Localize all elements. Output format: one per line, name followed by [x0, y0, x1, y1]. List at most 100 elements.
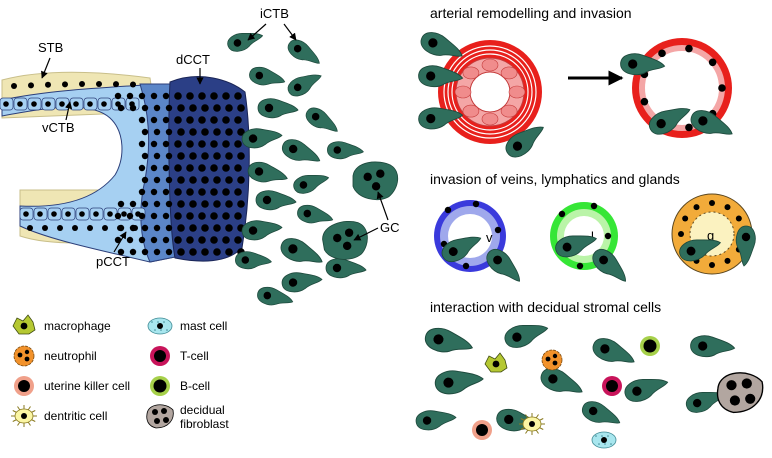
trophoblast-cell: [297, 204, 334, 224]
legend-item-mast-cell: mast cell: [147, 317, 227, 335]
decidual-fibroblast-icon: [146, 404, 174, 429]
pointer-gc-2: [353, 227, 379, 241]
b-cell-icon: [150, 376, 170, 396]
trophoblast-cell: [287, 39, 320, 64]
artery-before: [418, 32, 544, 158]
decidual-fibroblast-icon: [716, 372, 764, 414]
t-cell-icon: [150, 346, 170, 366]
veins-panel-title: invasion of veins, lymphatics and glands: [430, 171, 680, 187]
vctb-lower-row: [19, 207, 146, 221]
dendritic-cell-icon: [519, 413, 545, 435]
trophoblast-cell: [504, 324, 549, 348]
trophoblast-cell: [581, 401, 621, 424]
pointer-pcct: [113, 231, 127, 253]
legend-label: neutrophil: [44, 349, 97, 363]
legend-item-macrophage: macrophage: [12, 314, 111, 335]
trophoblast-cell: [486, 249, 520, 282]
veins-panel: invasion of veins, lymphatics and glands…: [430, 171, 756, 282]
pointer-ictb-2: [283, 23, 297, 41]
trophoblast-cell: [592, 249, 626, 282]
legend-item-dendritic-cell: dentritic cell: [11, 405, 107, 427]
legend-label: decidual: [180, 403, 225, 417]
uterine-killer-cell-icon: [472, 420, 492, 440]
legend-item-t-cell: T-cell: [150, 346, 209, 366]
legend-label: macrophage: [44, 319, 111, 333]
legend-label: T-cell: [180, 349, 209, 363]
trophoblast-cell: [247, 161, 288, 183]
cell-type-legend: macrophage neutrophil uterine killer cell d…: [11, 314, 229, 431]
legend-item-uterine-killer-cell: uterine killer cell: [14, 376, 130, 396]
giant-cell: [322, 221, 368, 260]
pointer-gc-1: [376, 191, 389, 221]
pointer-vctb: [65, 101, 73, 121]
trophoblast-cell: [441, 236, 482, 263]
trophoblast-cell: [690, 335, 736, 358]
trophoblast-cell: [620, 53, 666, 76]
label-dcct: dCCT: [176, 52, 210, 67]
trophoblast-cell: [555, 235, 597, 258]
trophoblast-cell: [649, 108, 691, 135]
trophoblast-cell: [281, 272, 323, 293]
trophoblast-cell: [255, 190, 297, 211]
giant-cell: [352, 161, 399, 201]
trophoblast-cell: [235, 251, 272, 270]
t-cell-icon: [602, 376, 622, 396]
column-nuclei: [114, 92, 245, 256]
trophoblast-cell: [592, 338, 635, 363]
mast-cell-icon: [591, 431, 617, 449]
trophoblast-cell: [293, 174, 330, 194]
trophoblast-cell: [249, 66, 286, 86]
trophoblast-cell: [305, 107, 338, 132]
trophoblast-cell: [735, 225, 756, 267]
trophoblast-cell: [287, 74, 322, 97]
b-cell-icon: [640, 336, 660, 356]
invasive-trophoblasts: [227, 32, 399, 306]
label-vctb: vCTB: [42, 120, 75, 135]
trophoblast-cell: [418, 107, 464, 130]
label-gc: GC: [380, 220, 400, 235]
arterial-panel-title: arterial remodelling and invasion: [430, 5, 632, 21]
dendritic-cell-icon: [11, 405, 37, 427]
trophoblast-cell: [257, 286, 294, 306]
trophoblast-cell: [241, 128, 283, 149]
legend-label: uterine killer cell: [44, 379, 130, 393]
legend-item-neutrophil: neutrophil: [13, 345, 97, 367]
trophoblast-cell: [241, 220, 283, 241]
trophoblast-cell: [327, 141, 364, 160]
macrophage-icon: [484, 352, 508, 373]
legend-label: B-cell: [180, 379, 210, 393]
cell-column-illustration: STB vCTB pCCT dCCT iCTB GC: [0, 6, 400, 306]
trophoblast-cell: [540, 368, 583, 393]
trophoblast-cell: [505, 126, 544, 158]
gland-label: g: [707, 228, 714, 243]
artery-after: [620, 38, 733, 138]
trophoblast-cell: [420, 32, 463, 57]
neutrophil-icon: [13, 345, 35, 367]
trophoblast-cell: [281, 139, 321, 162]
trophoblast-cell: [280, 238, 323, 263]
stromal-panel: interaction with decidual stromal cells: [415, 299, 764, 449]
trophoblast-cell: [415, 410, 457, 431]
mast-cell-icon: [147, 317, 173, 335]
trophoblast-cell: [257, 98, 299, 119]
trophoblast-cell: [624, 378, 669, 402]
stb-nuclei: [11, 81, 138, 231]
label-ictb: iCTB: [260, 6, 289, 21]
uterine-killer-cell-icon: [14, 376, 34, 396]
legend-item-b-cell: B-cell: [150, 376, 210, 396]
arterial-panel: arterial remodelling and invasion: [418, 5, 733, 158]
legend-label: mast cell: [180, 319, 227, 333]
legend-label: dentritic cell: [44, 409, 107, 423]
legend-label-line2: fibroblast: [180, 417, 229, 431]
pointer-ictb-1: [247, 23, 267, 41]
label-stb: STB: [38, 40, 63, 55]
macrophage-icon: [12, 314, 36, 335]
neutrophil-icon: [541, 349, 563, 371]
trophoblast-cell: [325, 258, 367, 279]
pointer-stb: [41, 57, 51, 79]
lymph-label: l: [591, 229, 594, 244]
label-pcct: pCCT: [96, 254, 130, 269]
stromal-panel-title: interaction with decidual stromal cells: [430, 299, 661, 315]
